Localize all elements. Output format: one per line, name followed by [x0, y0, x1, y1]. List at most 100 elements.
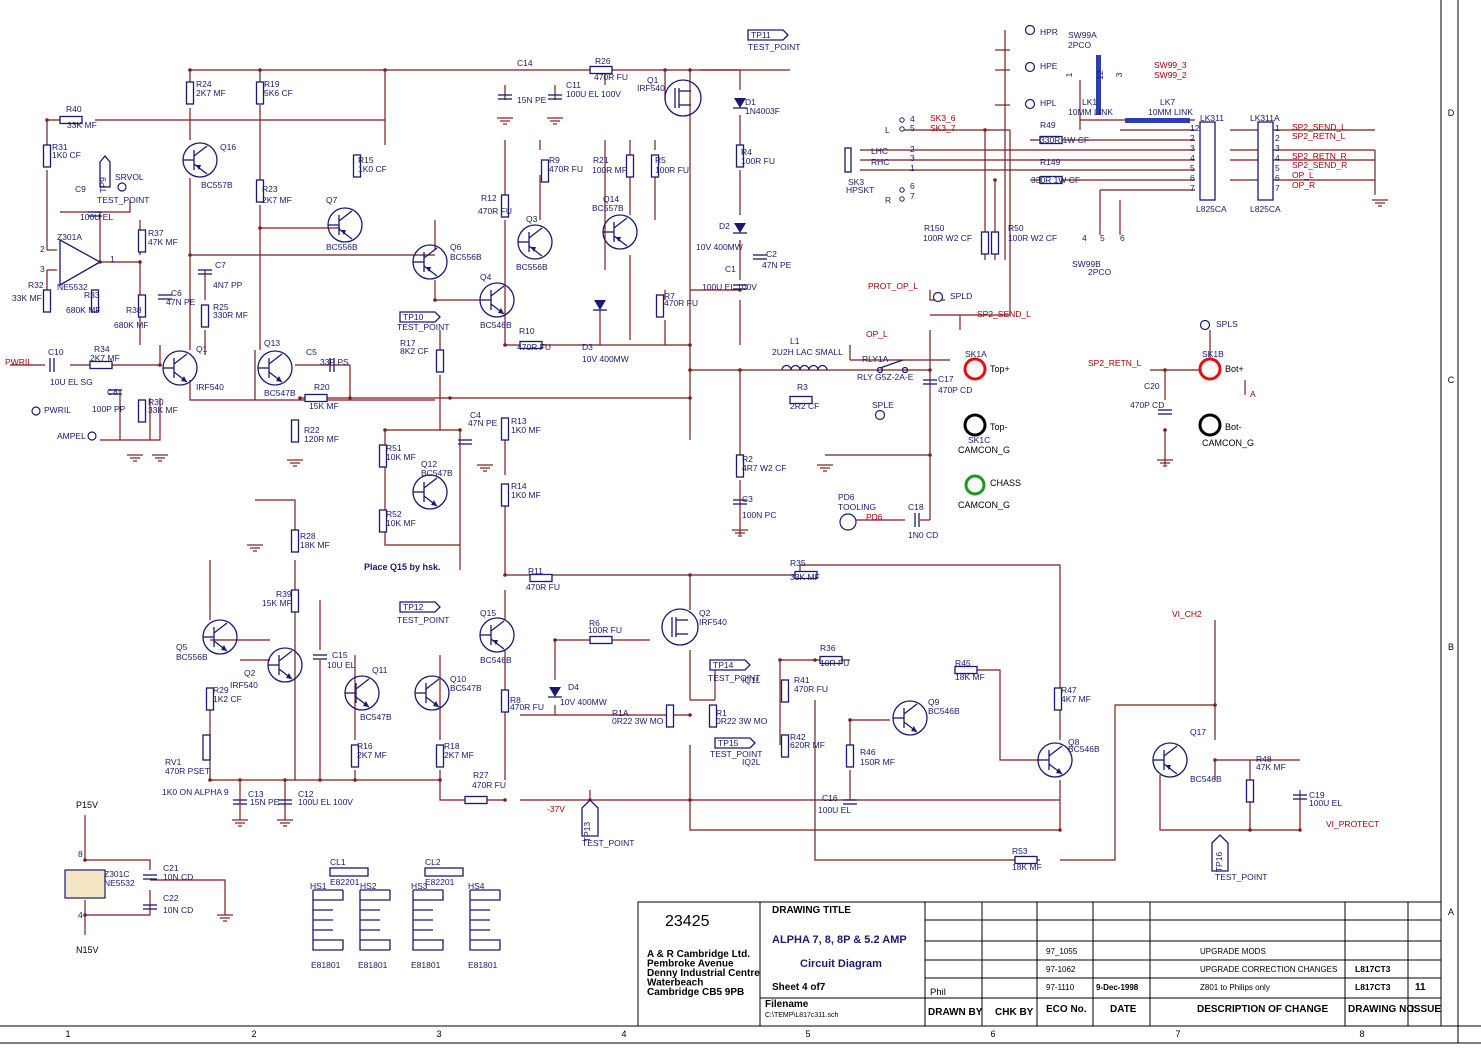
hp-terminal: [1024, 98, 1036, 110]
net-prot-op-l: PROT_OP_L: [868, 281, 918, 291]
drawn-by-name: Phil: [930, 987, 946, 998]
hp-terminal: [1024, 61, 1036, 73]
transistor-arrow: [431, 500, 437, 506]
test-point-label: TEST_POINT: [748, 42, 800, 52]
ic-ref: Z301C: [104, 869, 130, 879]
resistor: [90, 289, 100, 313]
pd6-net: PD6: [866, 512, 883, 522]
heatsink-value: E81801: [468, 960, 498, 970]
resistor-ref: R22: [304, 425, 320, 435]
resistor-value: 1K0 CF: [358, 164, 387, 174]
capacitor-value: 47N PE: [166, 297, 196, 307]
drawing-number: 23425: [665, 913, 710, 930]
junction-dot: [383, 68, 387, 72]
junction-dot: [553, 638, 557, 642]
transistor-lead: [490, 620, 505, 632]
link-value: 10MM LINK: [1068, 107, 1113, 117]
resistor-value: 2K7 MF: [262, 195, 292, 205]
resistor-value: 620R MF: [790, 740, 825, 750]
resistor-value: 1K0 MF: [511, 490, 541, 500]
junction-dot: [298, 396, 302, 400]
header-drawn-by: DRAWN BY: [928, 1007, 983, 1018]
link-value: 10MM LINK: [1148, 107, 1193, 117]
resistor: [655, 294, 665, 318]
drawing-title-line2: Circuit Diagram: [800, 958, 882, 970]
resistor: [1039, 135, 1063, 145]
capacitor-ref: C10: [48, 347, 64, 357]
capacitor-value: 100U EL: [818, 805, 851, 815]
test-point-tp13: [581, 799, 599, 837]
net-terminal: [874, 409, 886, 421]
test-point-tp12-label: TP12: [403, 602, 424, 612]
capacitor-value: 10N CD: [163, 872, 193, 882]
capacitor-ref: C22: [163, 893, 179, 903]
drawing-title-line1: ALPHA 7, 8, 8P & 5.2 AMP: [772, 934, 907, 946]
sheet-number: Sheet 4 of7: [772, 982, 826, 993]
heatsink-ref: HS1: [310, 881, 327, 891]
resistor-ref: R149: [1040, 157, 1061, 167]
resistor-value: 10K MF: [386, 452, 416, 462]
resistor-value: 100R W2 CF: [1008, 233, 1057, 243]
junction-dot: [738, 368, 742, 372]
pin-number: 4: [1190, 153, 1195, 163]
resistor: [255, 179, 265, 203]
junction-dot: [688, 368, 692, 372]
transistor-lead: [528, 245, 543, 257]
mosfet-ref: Q2: [699, 608, 711, 618]
tp9-label: TP9: [98, 177, 108, 193]
resistor-value: 18K MF: [955, 672, 985, 682]
frame-row-label: D: [1448, 108, 1455, 118]
resistor: [1053, 687, 1063, 711]
camcon-label: CAMCON_G: [1202, 438, 1254, 448]
test-point-label: TEST_POINT: [397, 322, 449, 332]
resistor: [464, 795, 488, 805]
net-sw99-3: SW99_3: [1154, 60, 1187, 70]
resistor-value: 15K MF: [262, 598, 292, 608]
resistor-value: 470R FU: [478, 206, 512, 216]
resistor-ref: R32: [28, 280, 44, 290]
company-address-line: A & R Cambridge Ltd.: [647, 949, 750, 960]
test-point-tp11-label: TP11: [751, 30, 771, 40]
capacitor-ref: C8: [107, 387, 118, 397]
pin-number: 5: [910, 123, 915, 133]
mosfet-value: IRF540: [637, 83, 665, 93]
mosfet-value: IRF540: [699, 617, 727, 627]
resistor-ref: R28: [300, 531, 316, 541]
resistor-ref: R37: [148, 228, 164, 238]
transistor-lead: [1048, 745, 1063, 757]
resistor-ref: R26: [595, 56, 611, 66]
net-spls: SPLS: [1216, 319, 1238, 329]
resistor: [529, 573, 553, 583]
resistor: [255, 81, 265, 105]
resistor: [780, 734, 790, 758]
transistor-ref: Q16: [220, 142, 236, 152]
transistor-ref: Q1: [196, 344, 208, 354]
header-description: DESCRIPTION OF CHANGE: [1197, 1004, 1328, 1015]
mosfet-body: [664, 79, 702, 117]
resistor: [540, 159, 550, 183]
capacitor-ref: C16: [822, 793, 838, 803]
resistor: [185, 81, 195, 105]
bot-minus-label: Bot-: [1225, 422, 1242, 432]
relay-arm: [879, 359, 904, 369]
junction-dot: [188, 68, 192, 72]
potentiometer: [202, 734, 211, 761]
capacitor-value: 33P PS: [320, 357, 349, 367]
header-ref: LK311A: [1250, 113, 1280, 123]
capacitor-value: 470P CD: [938, 385, 972, 395]
transistor-lead: [423, 247, 438, 259]
resistor-ref: R23: [262, 184, 278, 194]
junction-dot: [318, 778, 322, 782]
heatsink: [312, 889, 344, 951]
transistor-ref: Q17: [1190, 727, 1206, 737]
resistor: [137, 294, 147, 318]
srvol-terminal: [117, 182, 127, 192]
resistor: [352, 154, 362, 178]
resistor-ref: R24: [196, 79, 212, 89]
top-plus-label: Top+: [990, 364, 1010, 374]
pin-number: 3: [910, 153, 915, 163]
opamp-body: [59, 238, 102, 287]
capacitor-ref: C19: [1309, 790, 1325, 800]
transistor-value: BC547B: [450, 683, 482, 693]
junction-dot: [283, 778, 287, 782]
